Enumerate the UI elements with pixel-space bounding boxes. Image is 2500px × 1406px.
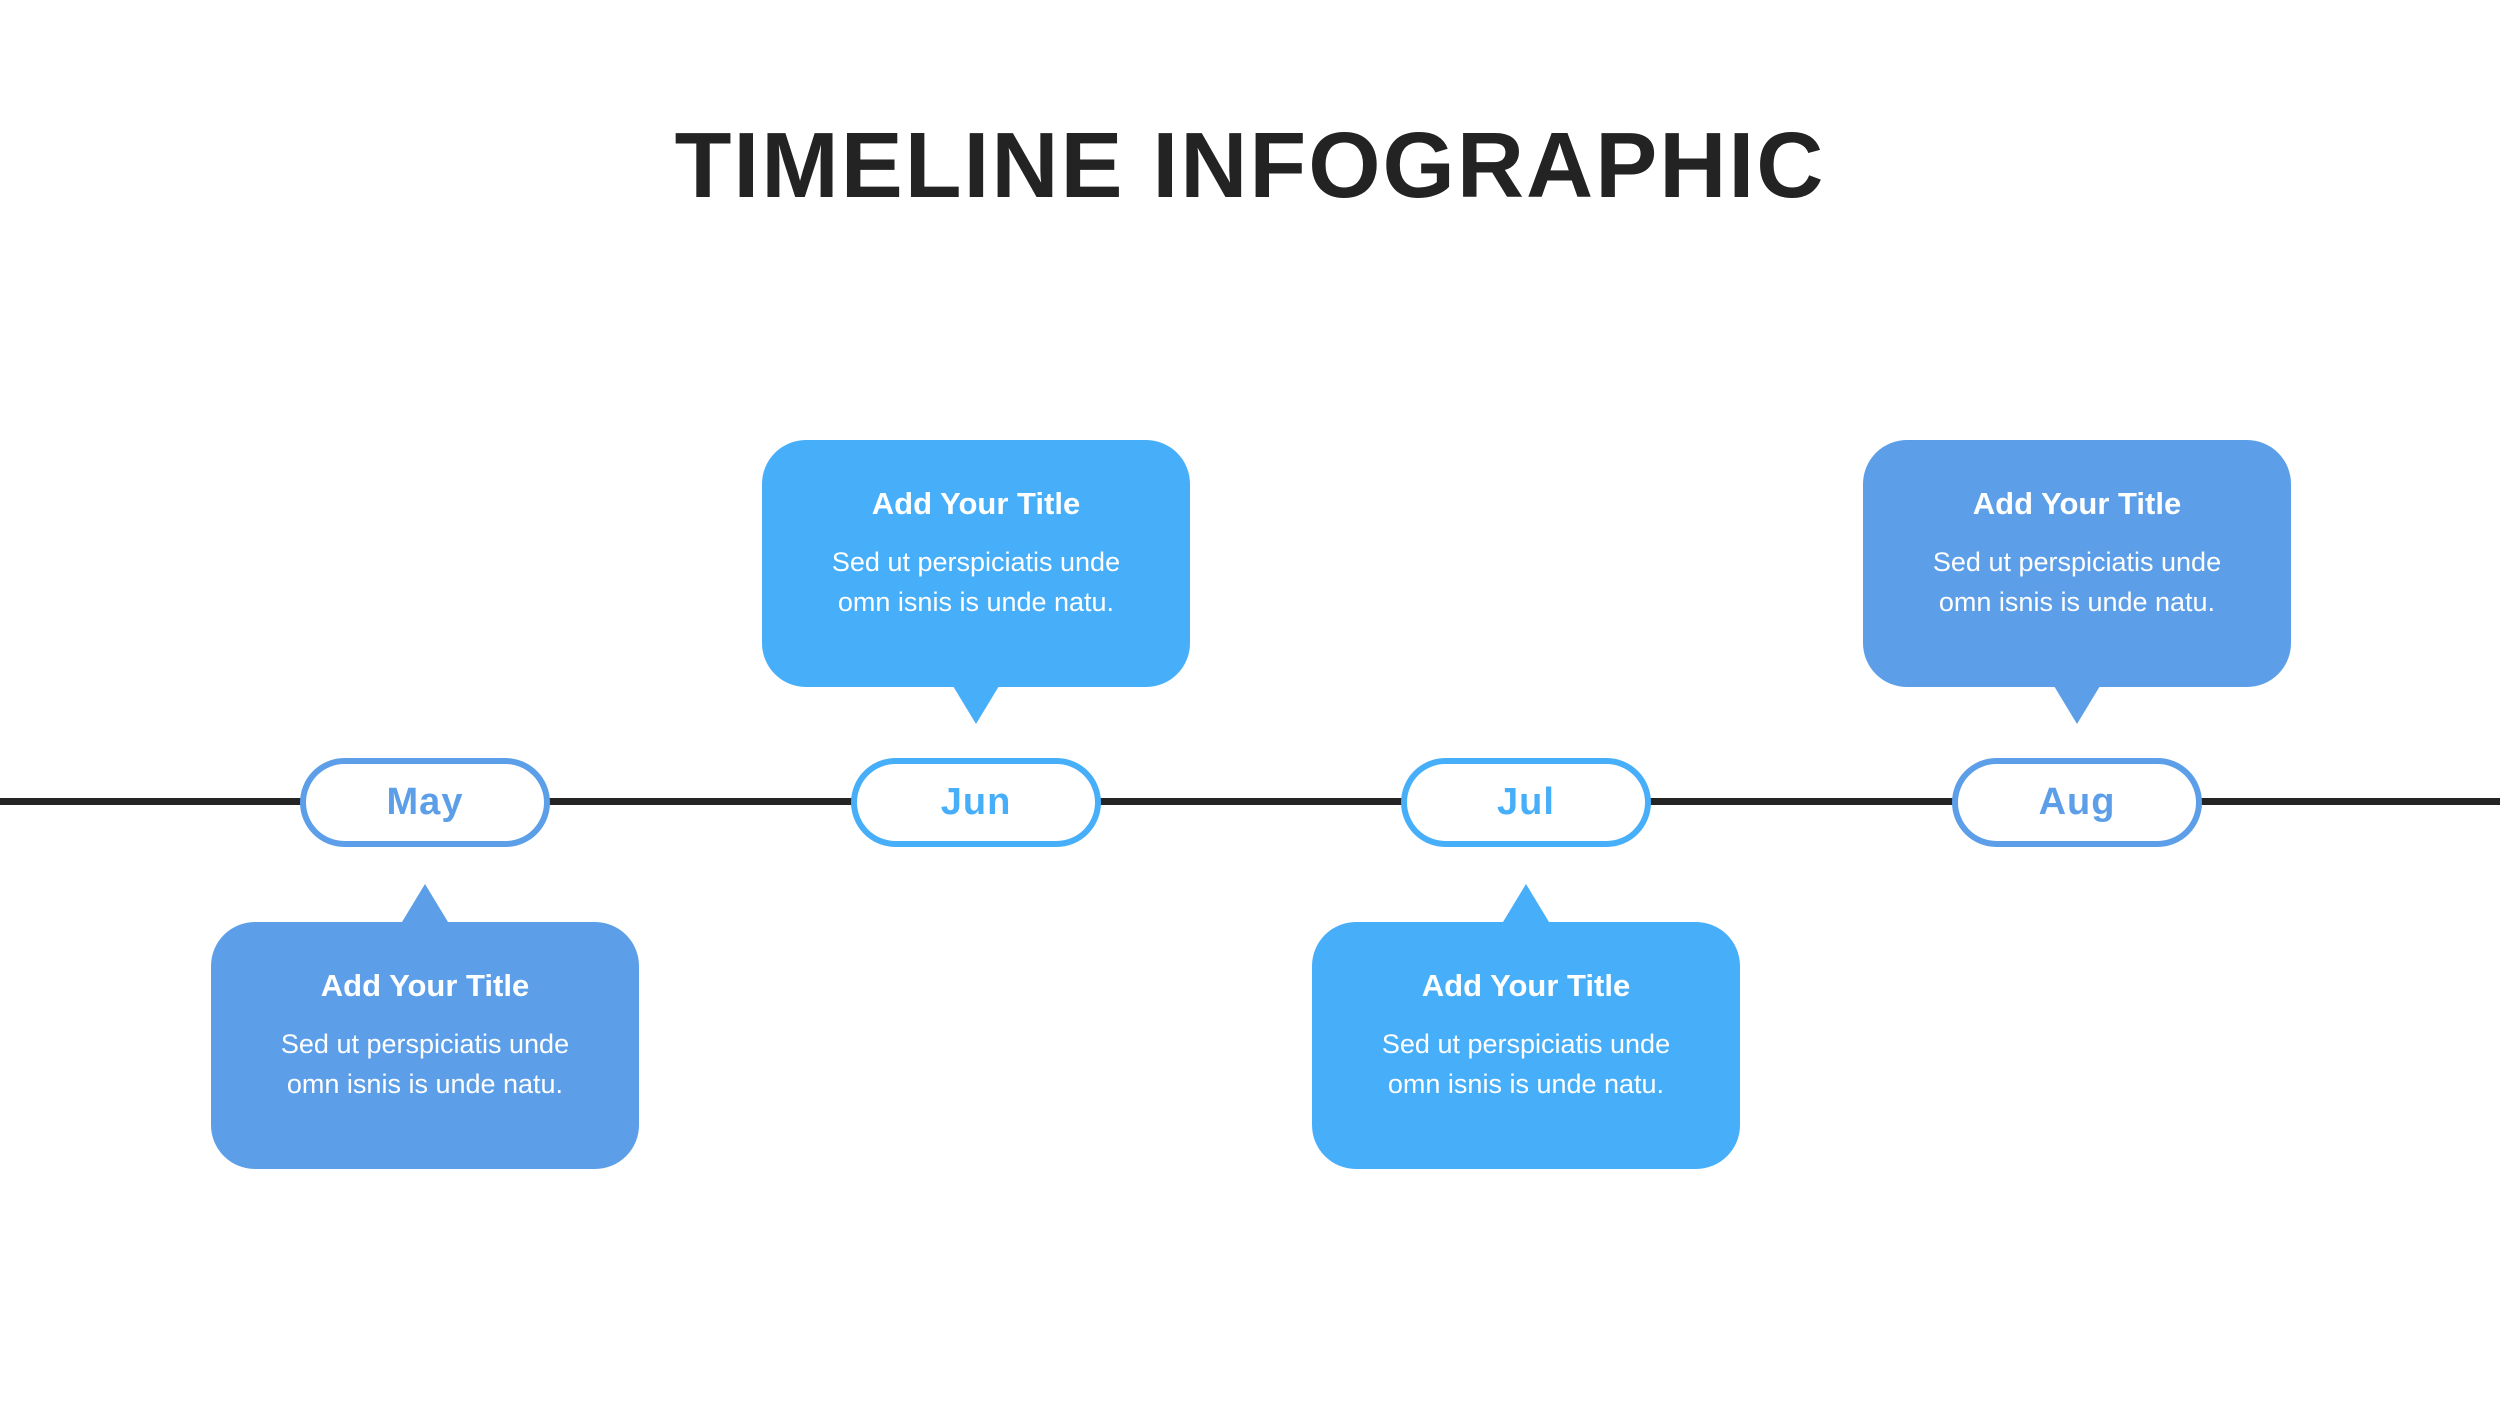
timeline-item-aug: Add Your Title Sed ut perspiciatis unde … — [1863, 0, 2291, 1406]
card-pointer-down-icon — [2054, 686, 2100, 724]
event-card-jul[interactable]: Add Your Title Sed ut perspiciatis unde … — [1312, 922, 1740, 1169]
card-title: Add Your Title — [1972, 486, 2182, 521]
card-title: Add Your Title — [320, 968, 530, 1003]
timeline-item-jun: Add Your Title Sed ut perspiciatis unde … — [762, 0, 1190, 1406]
month-pill-may[interactable]: May — [300, 758, 550, 847]
month-pill-jul[interactable]: Jul — [1401, 758, 1651, 847]
timeline-item-jul: Add Your Title Sed ut perspiciatis unde … — [1312, 0, 1740, 1406]
month-label: Jun — [940, 781, 1012, 823]
card-pointer-up-icon — [1503, 884, 1549, 922]
card-body-line: omn isnis is unde natu. — [837, 587, 1115, 617]
month-pill-jun[interactable]: Jun — [851, 758, 1101, 847]
event-card-may[interactable]: Add Your Title Sed ut perspiciatis unde … — [211, 922, 639, 1169]
card-pointer-down-icon — [953, 686, 999, 724]
card-pointer-up-icon — [402, 884, 448, 922]
card-body-line: Sed ut perspiciatis unde — [831, 547, 1121, 577]
event-card-jun[interactable]: Add Your Title Sed ut perspiciatis unde … — [762, 440, 1190, 687]
timeline-item-may: Add Your Title Sed ut perspiciatis unde … — [211, 0, 639, 1406]
month-label: Aug — [2038, 781, 2116, 823]
month-pill-aug[interactable]: Aug — [1952, 758, 2202, 847]
card-body-line: Sed ut perspiciatis unde — [1932, 547, 2222, 577]
card-title: Add Your Title — [1421, 968, 1631, 1003]
card-body-line: omn isnis is unde natu. — [286, 1069, 564, 1099]
card-body-line: omn isnis is unde natu. — [1387, 1069, 1665, 1099]
page-title: TIMELINE INFOGRAPHIC — [674, 113, 1826, 217]
card-body-line: Sed ut perspiciatis unde — [1381, 1029, 1671, 1059]
month-label: May — [386, 781, 464, 823]
month-label: Jul — [1497, 781, 1555, 823]
card-body-line: Sed ut perspiciatis unde — [280, 1029, 570, 1059]
card-body-line: omn isnis is unde natu. — [1938, 587, 2216, 617]
timeline-axis-line — [0, 798, 2500, 805]
card-title: Add Your Title — [871, 486, 1081, 521]
event-card-aug[interactable]: Add Your Title Sed ut perspiciatis unde … — [1863, 440, 2291, 687]
